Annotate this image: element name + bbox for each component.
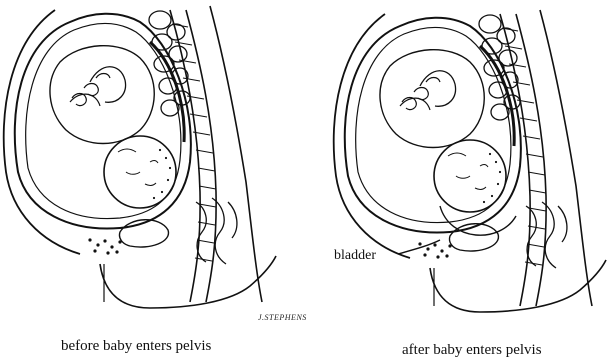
artist-signature: J.STEPHENS	[258, 313, 307, 322]
illustration-before	[4, 6, 276, 308]
caption-after: after baby enters pelvis	[402, 342, 542, 359]
bladder-pointer-line	[398, 240, 440, 254]
illustration-after	[334, 10, 606, 312]
bladder-label: bladder	[334, 248, 376, 264]
caption-before: before baby enters pelvis	[61, 338, 211, 355]
